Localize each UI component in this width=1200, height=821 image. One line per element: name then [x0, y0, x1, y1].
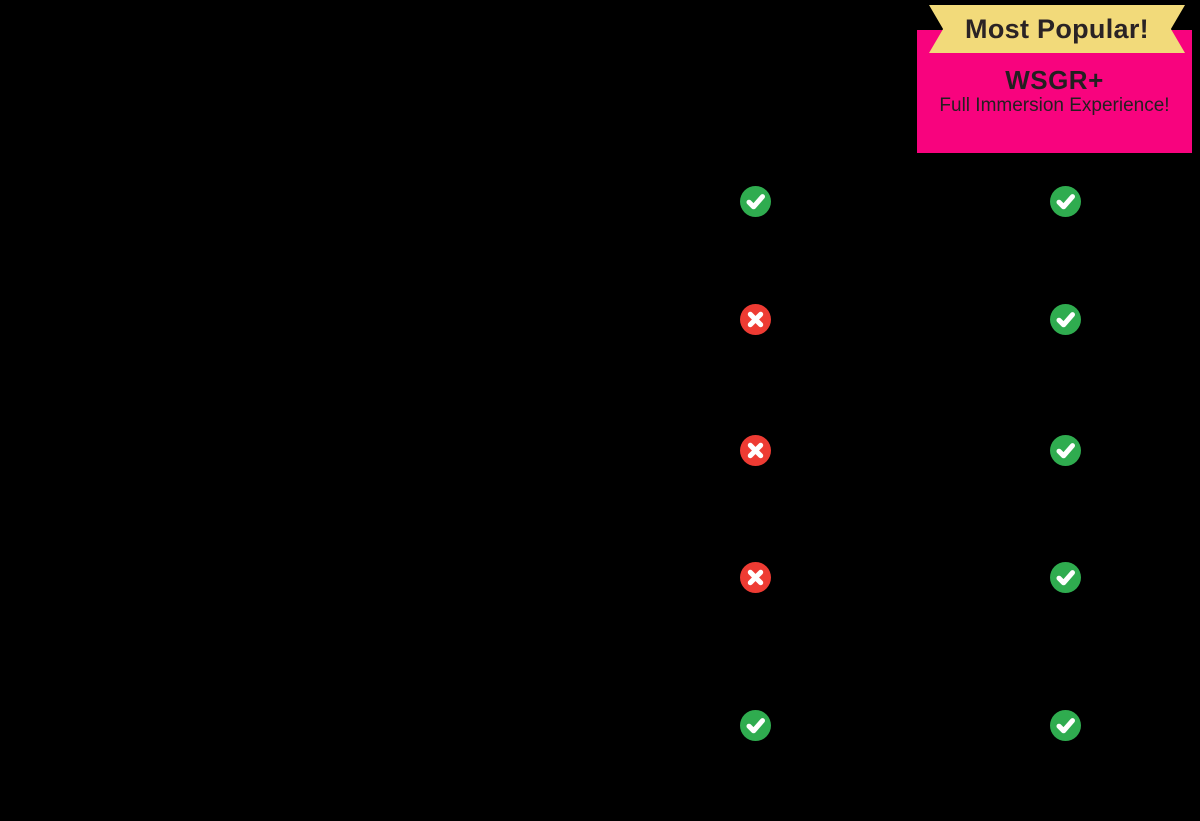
most-popular-ribbon: Most Popular!: [929, 5, 1185, 53]
check-icon: [1049, 185, 1081, 217]
check-icon: [739, 709, 771, 741]
check-icon: [1049, 434, 1081, 466]
plan-tagline: Full Immersion Experience!: [939, 95, 1170, 116]
cross-icon: [739, 561, 771, 593]
cross-icon: [739, 434, 771, 466]
plan-name: WSGR+: [1005, 65, 1104, 95]
check-icon: [1049, 709, 1081, 741]
ribbon-label: Most Popular!: [965, 14, 1149, 44]
check-icon: [739, 185, 771, 217]
check-icon: [1049, 561, 1081, 593]
cross-icon: [739, 303, 771, 335]
check-icon: [1049, 303, 1081, 335]
